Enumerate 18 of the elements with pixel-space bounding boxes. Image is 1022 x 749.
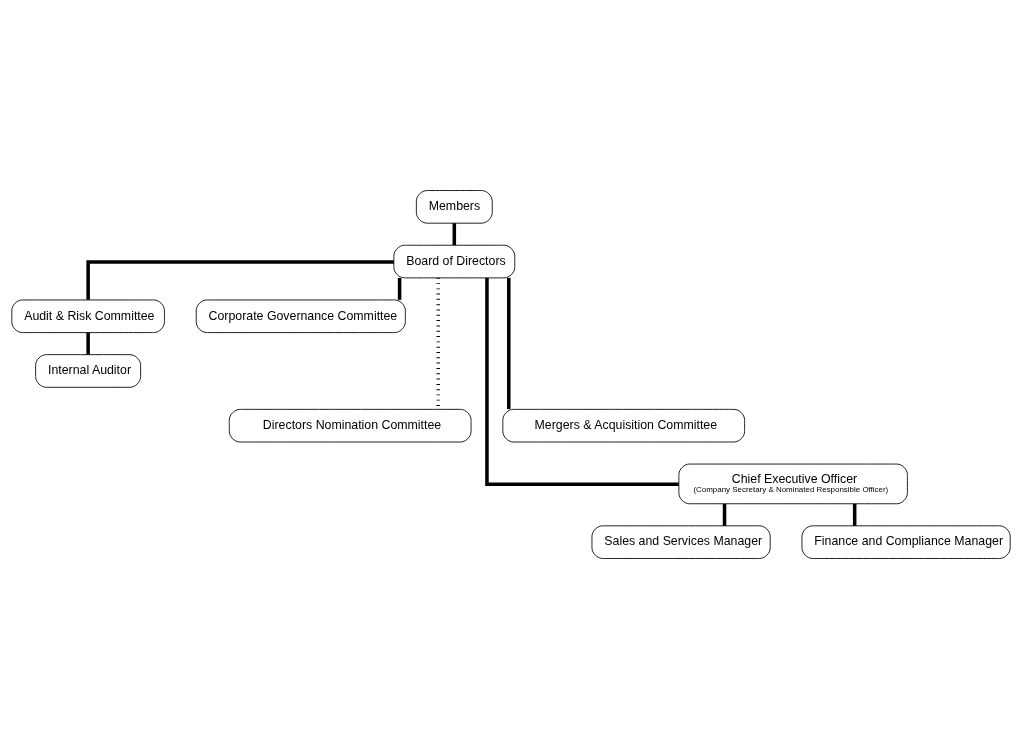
connector: [852, 503, 857, 526]
connector: [722, 503, 727, 526]
connector: [86, 260, 394, 300]
node-box: Members: [415, 190, 493, 224]
node-box: Directors Nomination Committee: [228, 408, 472, 443]
node-box: Finance and Compliance Manager: [801, 525, 1011, 559]
connector: [397, 277, 402, 300]
node-box: Mergers & Acquisition Committee: [502, 408, 746, 443]
connector: [485, 277, 679, 487]
node-box: Audit & Risk Committee: [11, 299, 165, 334]
node-box: Chief Executive Officer (Company Secretary & Nominated Responsible Officer): [678, 463, 908, 505]
node-box: Internal Auditor: [35, 354, 142, 388]
connector: [507, 277, 511, 410]
node-box: Sales and Services Manager: [591, 525, 771, 559]
connector: [452, 223, 457, 246]
node-box: Board of Directors: [393, 244, 516, 279]
node-box: Corporate Governance Committee: [195, 299, 406, 334]
connector: [86, 332, 90, 355]
